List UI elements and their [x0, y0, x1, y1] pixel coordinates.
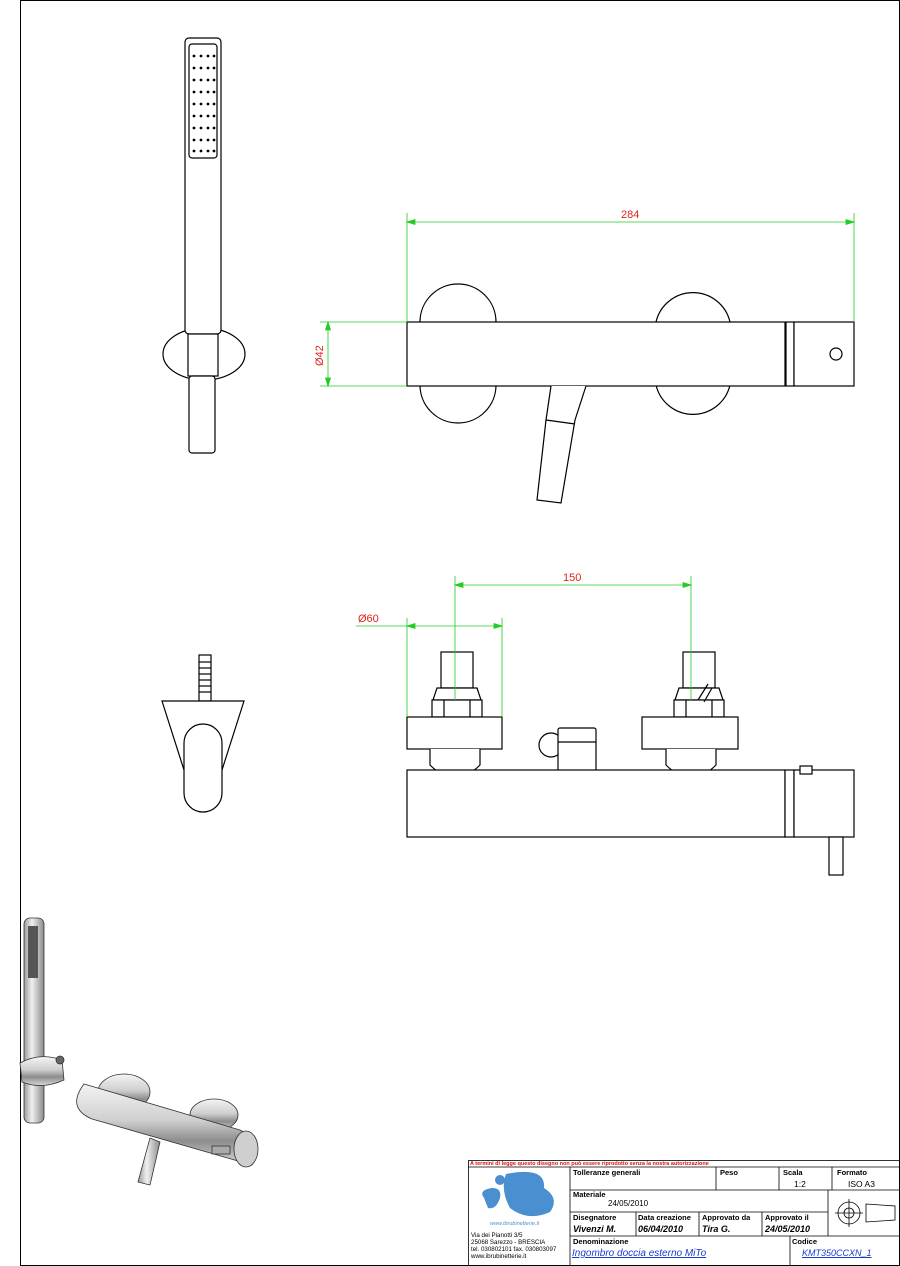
material-label: Materiale — [573, 1190, 606, 1199]
approved-on-label: Approvato il — [765, 1213, 809, 1222]
dimension-body-diameter-label: Ø42 — [314, 345, 326, 366]
mixer-front-view — [406, 283, 855, 504]
approved-by-label: Approvato da — [702, 1213, 751, 1222]
scale-value: 1:2 — [794, 1179, 806, 1189]
address-line-1: Via dei Pianotti 3/5 — [471, 1232, 523, 1239]
approved-by-value: Tira G. — [702, 1224, 731, 1234]
designer-value: Vivenzi M. — [573, 1224, 617, 1234]
address-line-4: www.ibrubinetterie.it — [471, 1253, 527, 1260]
dimension-overall-length — [405, 213, 856, 322]
created-label: Data creazione — [638, 1213, 691, 1222]
format-label: Formato — [837, 1168, 867, 1177]
tolerances-label: Tolleranze generali — [573, 1168, 641, 1177]
company-web: www.ibrubinetterie.it — [490, 1221, 540, 1227]
code-value[interactable]: KMT350CCXN_1 — [802, 1248, 872, 1258]
legal-notice: A termini di legge questo disegno non pu… — [470, 1161, 709, 1167]
mixer-plan-view — [406, 651, 855, 876]
format-value: ISO A3 — [848, 1179, 875, 1189]
dimension-overall-length-label: 284 — [621, 209, 639, 221]
dimension-body-diameter — [320, 320, 407, 388]
sheet-border — [20, 0, 900, 1266]
weight-label: Peso — [720, 1168, 738, 1177]
created-value: 06/04/2010 — [638, 1224, 684, 1234]
dimension-connection-spacing — [453, 576, 693, 700]
title-block-grid — [468, 1160, 900, 1266]
material-date: 24/05/2010 — [608, 1199, 649, 1208]
title-block: A termini di legge questo disegno non pu… — [468, 1160, 900, 1266]
designer-label: Disegnatore — [573, 1213, 617, 1222]
scale-label: Scala — [783, 1168, 803, 1177]
hand-shower-front-view — [162, 37, 246, 454]
company-logo — [482, 1171, 554, 1217]
name-label: Denominazione — [573, 1237, 629, 1246]
isometric-render — [19, 917, 259, 1186]
address-line-3: tel. 030802101 fax. 030803097 — [471, 1246, 557, 1253]
address-line-2: 25068 Sarezzo - BRESCIA — [471, 1239, 546, 1246]
bracket-side-view — [161, 654, 245, 813]
approved-on-value: 24/05/2010 — [765, 1224, 811, 1234]
dimension-connection-diameter-label: Ø60 — [358, 613, 379, 625]
dimension-connection-diameter — [356, 618, 504, 717]
name-value[interactable]: Ingombro doccia esterno MiTo — [572, 1248, 707, 1259]
dimension-connection-spacing-label: 150 — [563, 572, 581, 584]
code-label: Codice — [792, 1237, 818, 1246]
